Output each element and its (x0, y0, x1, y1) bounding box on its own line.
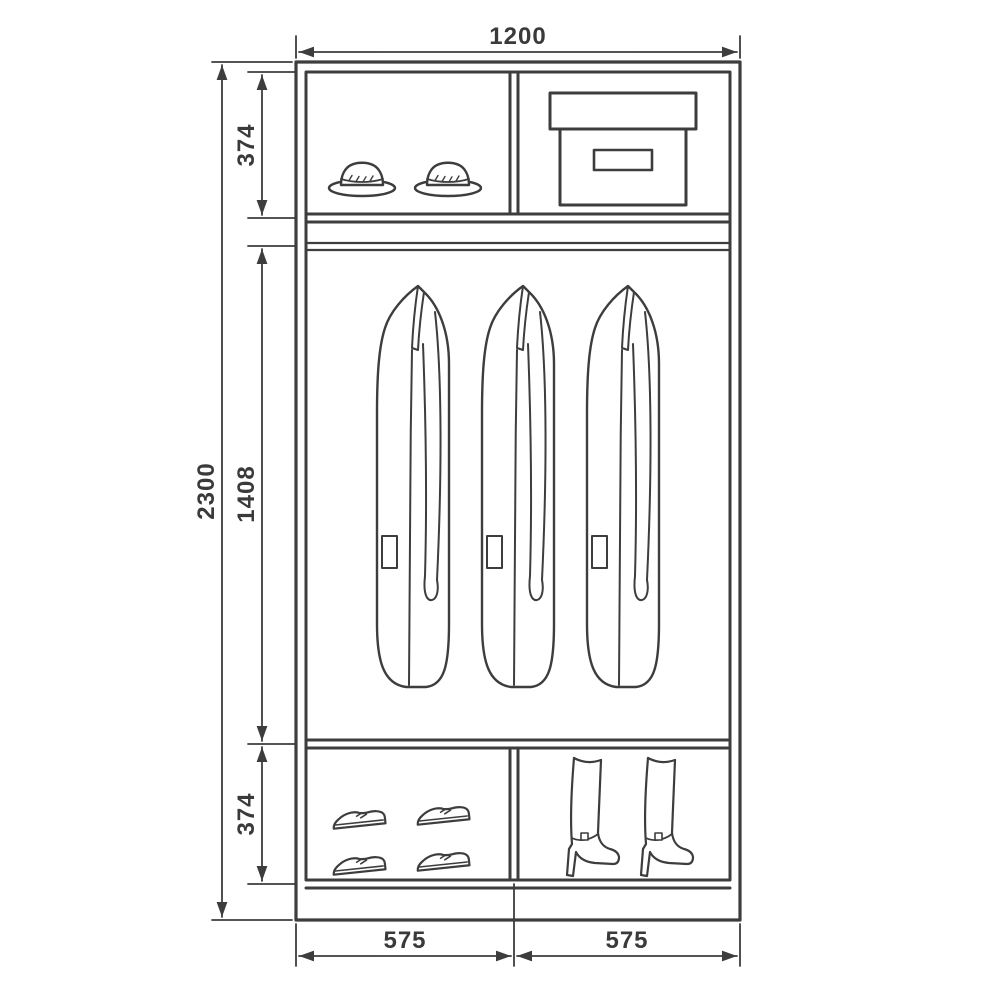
dimension-lines: 1200 2300 374 1408 (193, 23, 741, 967)
dim-bottom-section: 374 (233, 746, 297, 885)
dim-label-right-bay: 575 (605, 927, 648, 954)
top-divider (508, 70, 520, 216)
boot-icon (565, 756, 621, 878)
shoe-icon (331, 808, 387, 830)
bottom-right-compartment-contents (565, 756, 695, 878)
dim-right-bay: 575 (516, 923, 741, 967)
bottom-left-compartment-contents (331, 804, 471, 876)
top-left-compartment-contents (327, 161, 483, 198)
coat-icon (585, 284, 661, 689)
shoe-icon (415, 804, 471, 826)
shoe-icon (331, 854, 387, 876)
dim-label-top-section: 374 (233, 123, 260, 166)
dim-total-width: 1200 (295, 23, 741, 59)
dim-label-total-height: 2300 (193, 462, 220, 519)
shoe-icon (415, 850, 471, 872)
dim-label-bottom-section: 374 (233, 792, 260, 835)
dim-label-hanging-section: 1408 (233, 465, 260, 522)
dim-hanging-section: 1408 (233, 245, 297, 745)
storage-box-icon (548, 91, 698, 207)
coat-icon (375, 284, 451, 689)
bottom-divider (508, 746, 520, 882)
dim-left-bay: 575 (295, 883, 515, 967)
coat-icon (480, 284, 556, 689)
drawing-root: 1200 2300 374 1408 (193, 23, 742, 967)
dim-total-height: 2300 (193, 61, 293, 921)
dim-label-left-bay: 575 (383, 927, 426, 954)
dim-label-total-width: 1200 (489, 23, 546, 50)
hanging-coats (375, 284, 661, 689)
boot-icon (639, 756, 695, 878)
wardrobe-outer-wall (294, 60, 742, 922)
hanging-rail (304, 241, 732, 252)
hat-icon (413, 161, 483, 198)
dim-top-section: 374 (233, 71, 297, 219)
hat-icon (327, 161, 397, 198)
